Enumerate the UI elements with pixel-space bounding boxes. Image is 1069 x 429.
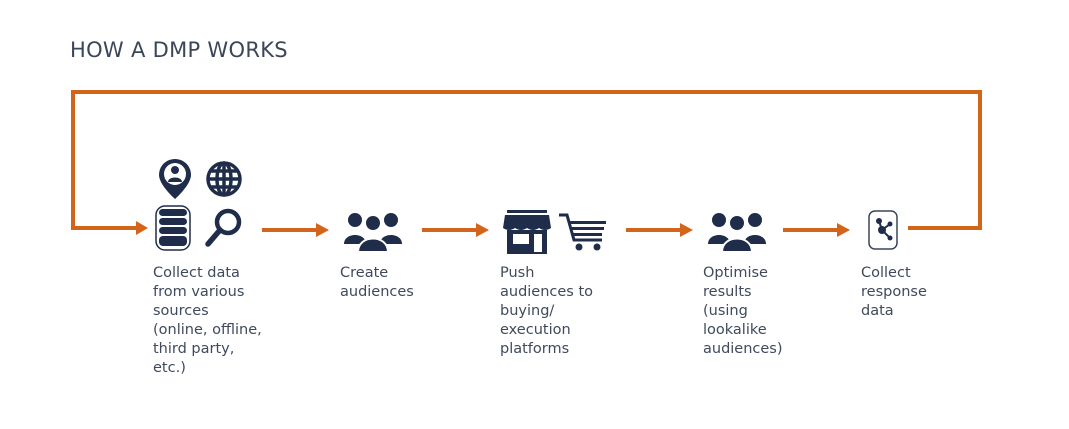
audience-group-icon [344,213,402,252]
data-network-icon [868,210,898,250]
diagram-title: HOW A DMP WORKS [70,38,288,62]
feedback-loop-line [71,90,982,230]
audience-group-icon [708,213,766,252]
shopping-cart-icon [559,213,606,251]
step-3-label: Push audiences to buying/ execution plat… [500,265,594,357]
step-5-label: Collect response data [861,265,927,319]
step-4-label: Optimise results (using lookalike audien… [703,265,783,357]
step-1-label: Collect data from various sources (onlin… [153,265,262,376]
location-person-icon [159,159,191,199]
arrow-step-1-to-2 [262,223,329,237]
search-icon [205,208,242,247]
globe-icon [206,161,242,197]
arrowhead-into-step-1 [136,221,148,235]
arrow-step-4-to-5 [783,223,850,237]
arrow-step-3-to-4 [626,223,693,237]
database-icon [155,205,191,251]
arrow-step-2-to-3 [422,223,489,237]
store-icon [503,210,551,254]
step-2-label: Create audiences [340,265,414,300]
